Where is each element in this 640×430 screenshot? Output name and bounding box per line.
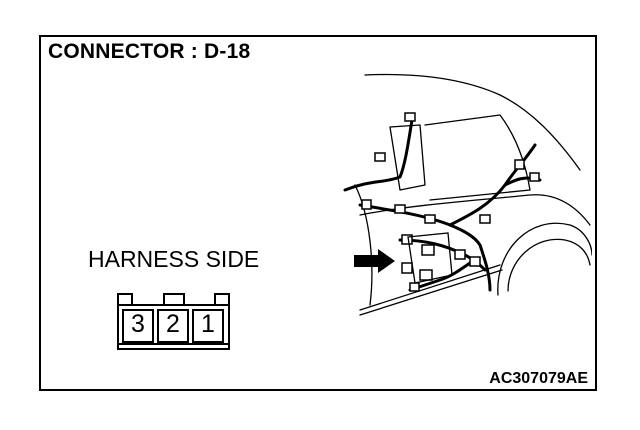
- pin-1-label: 1: [201, 310, 215, 338]
- arrow-right-icon: [354, 249, 395, 273]
- harness-connectors: [361, 112, 540, 292]
- rear-window: [389, 124, 426, 191]
- sill-line: [359, 264, 501, 311]
- harness-side-label: HARNESS SIDE: [88, 246, 260, 272]
- figure-code: AC307079AE: [489, 370, 588, 387]
- quarter-glass: [424, 114, 531, 201]
- pin-3-label: 3: [131, 310, 145, 338]
- pin-2-label: 2: [166, 310, 180, 338]
- vehicle-wiring-illustration: [343, 73, 592, 316]
- connector-face: 3 2 1: [116, 290, 231, 356]
- connector-title: CONNECTOR : D-18: [48, 40, 251, 63]
- wheel-arch: [497, 222, 592, 296]
- roof-line: [364, 73, 581, 171]
- connector-outline: [117, 293, 230, 350]
- wheel-tire: [507, 238, 591, 292]
- mounting-bracket: [407, 232, 453, 284]
